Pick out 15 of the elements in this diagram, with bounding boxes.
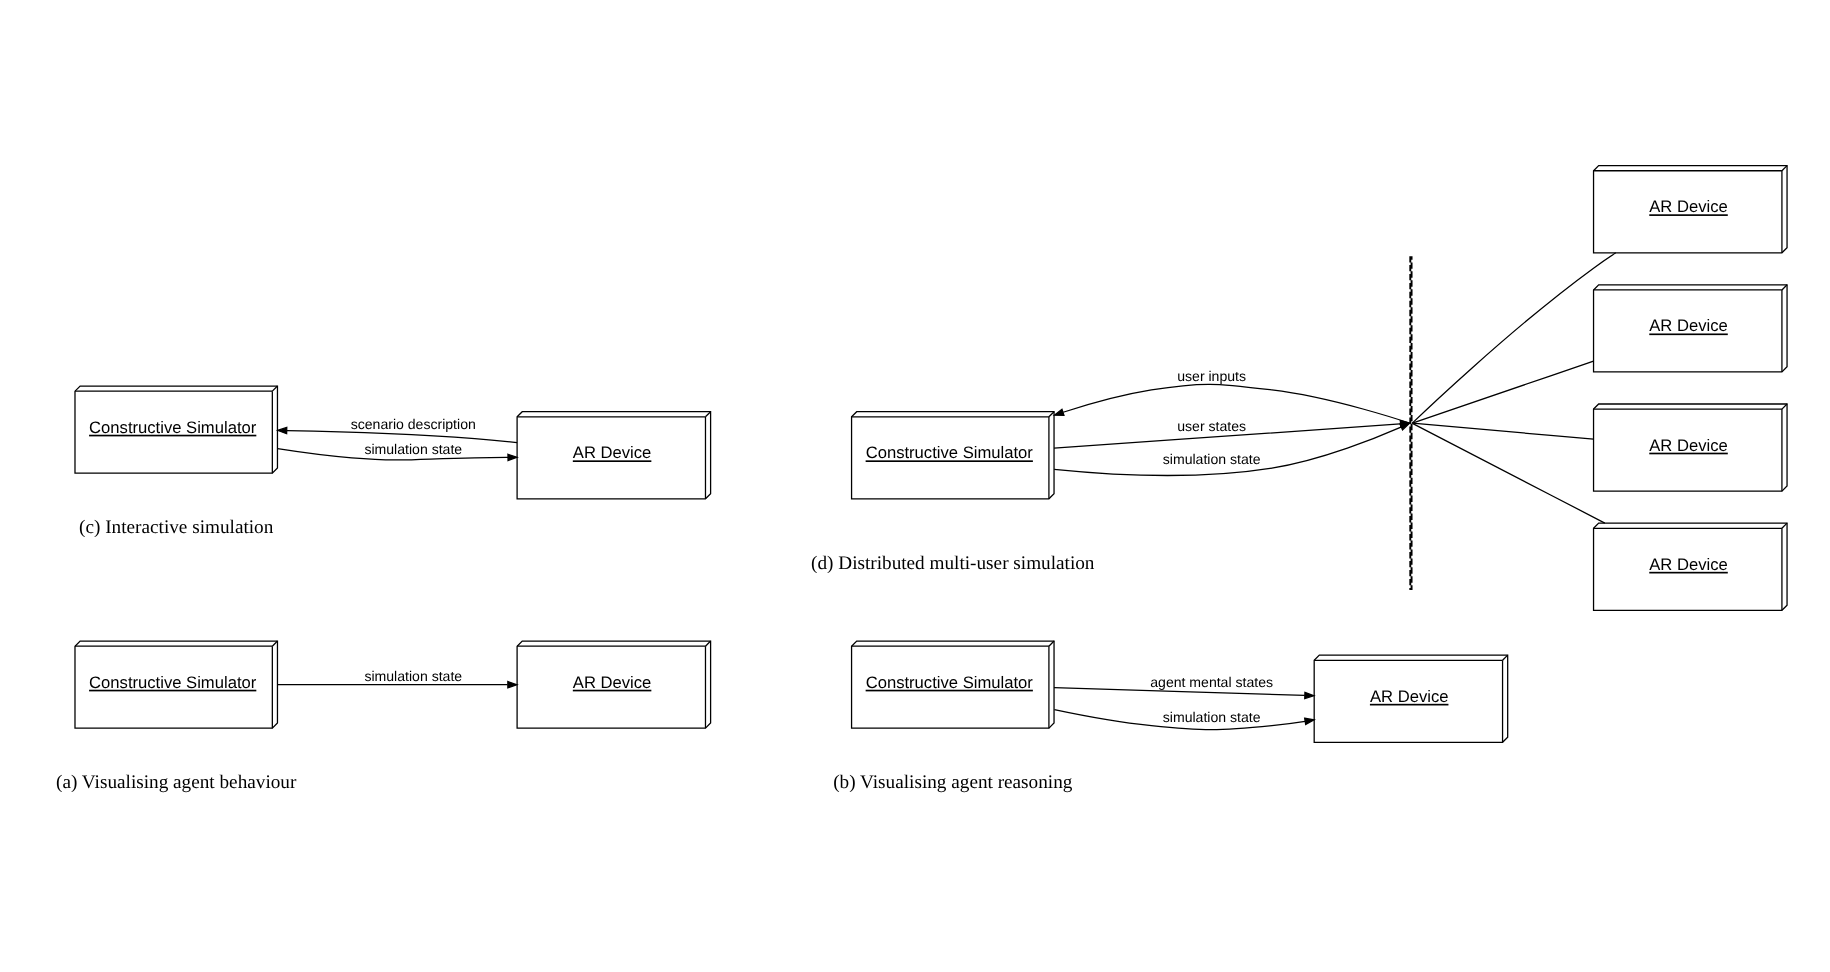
label: (c) Interactive simulation	[79, 516, 274, 539]
label: (d) Distributed multi-user simulation	[811, 552, 1095, 575]
arrow	[275, 426, 518, 444]
connector	[1411, 360, 1595, 424]
connector	[1411, 252, 1617, 424]
arrow	[1053, 687, 1316, 700]
arrow	[1053, 708, 1316, 731]
connector	[1411, 422, 1606, 524]
node-bar	[1409, 256, 1413, 591]
arrow	[1052, 383, 1411, 424]
label: (b) Visualising agent reasoning	[833, 771, 1073, 794]
connector	[1411, 422, 1595, 440]
label: (a) Visualising agent behaviour	[56, 771, 297, 794]
arrow	[277, 448, 519, 462]
arrow	[277, 680, 519, 689]
